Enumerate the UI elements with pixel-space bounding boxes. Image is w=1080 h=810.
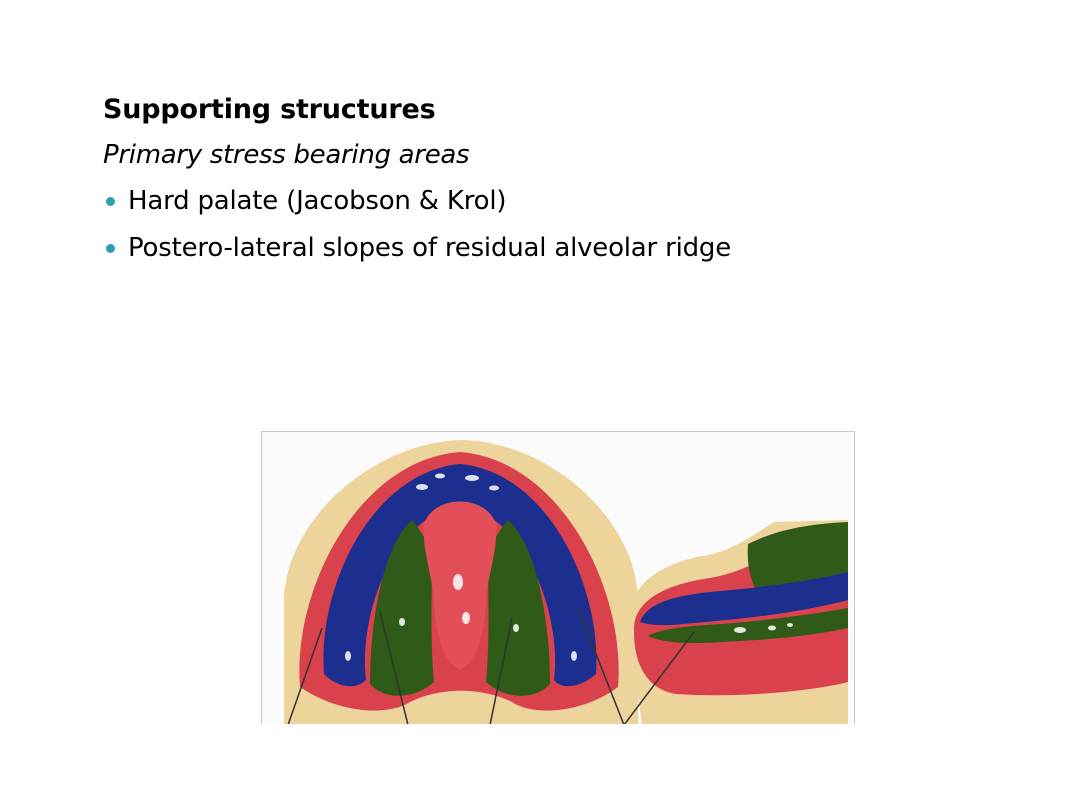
dental-cast-figure xyxy=(261,431,855,724)
bullet-text-1: Hard palate (Jacobson & Krol) xyxy=(128,186,507,216)
rugae-highlights xyxy=(345,473,577,661)
left-slope-green xyxy=(370,520,434,696)
slide-subheading: Primary stress bearing areas xyxy=(103,140,470,170)
ridge-blue-area xyxy=(323,464,597,687)
side-blue-band xyxy=(640,572,848,626)
side-highlights xyxy=(734,623,793,633)
leader-lines xyxy=(287,607,695,724)
right-slope-green xyxy=(486,520,550,696)
bullet-text-2: Postero-lateral slopes of residual alveo… xyxy=(128,233,732,263)
side-green-band xyxy=(648,608,848,644)
maxillary-cast-occlusal-view xyxy=(284,440,638,724)
bullet-dot-icon xyxy=(106,197,115,206)
bullet-item-2: Postero-lateral slopes of residual alveo… xyxy=(103,225,983,272)
dental-cast-illustration xyxy=(262,432,854,724)
cast-lateral-view xyxy=(628,520,848,724)
bullet-dot-icon xyxy=(106,244,115,253)
slide-text: Supporting structures Primary stress bea… xyxy=(103,88,983,286)
slide-heading: Supporting structures xyxy=(103,94,436,125)
bullet-item-1: Hard palate (Jacobson & Krol) xyxy=(103,178,983,225)
